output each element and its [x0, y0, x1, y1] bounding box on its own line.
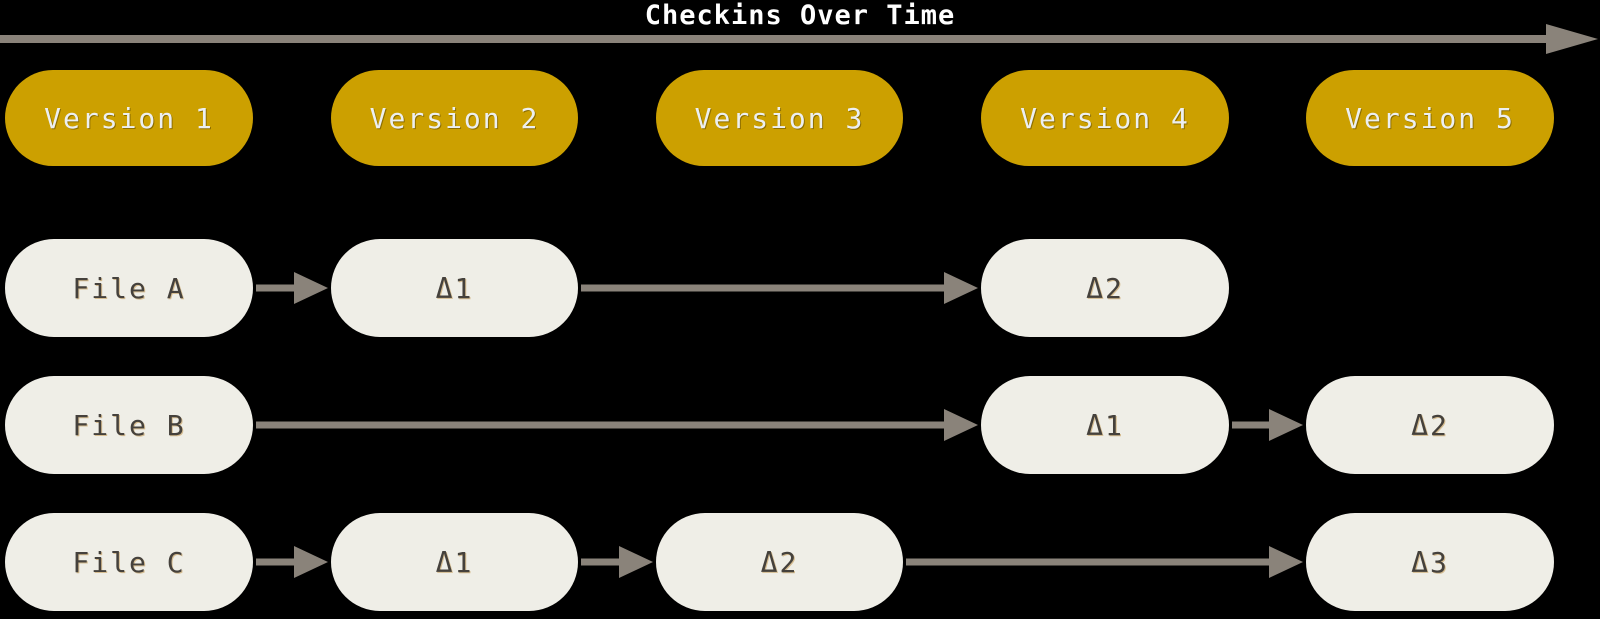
arrow-file-b-2 [1232, 409, 1303, 441]
version-badge-4[interactable]: Version 4 [981, 70, 1229, 166]
node-file-a-col1[interactable]: Δ1 [331, 239, 578, 337]
node-file-a-col0[interactable]: File A [5, 239, 253, 337]
arrow-file-c-2 [581, 546, 653, 578]
arrow-file-c-3 [906, 546, 1303, 578]
node-file-c-col4[interactable]: Δ3 [1306, 513, 1554, 611]
version-badge-5[interactable]: Version 5 [1306, 70, 1554, 166]
time-axis [0, 24, 1598, 54]
version-badge-2[interactable]: Version 2 [331, 70, 578, 166]
page-title: Checkins Over Time [644, 0, 956, 31]
arrow-file-c-1 [256, 546, 328, 578]
node-file-c-col2[interactable]: Δ2 [656, 513, 903, 611]
version-badge-3[interactable]: Version 3 [656, 70, 903, 166]
node-file-b-col4[interactable]: Δ2 [1306, 376, 1554, 474]
arrow-file-b-1 [256, 409, 978, 441]
node-file-a-col3[interactable]: Δ2 [981, 239, 1229, 337]
version-badge-1[interactable]: Version 1 [5, 70, 253, 166]
node-file-b-col0[interactable]: File B [5, 376, 253, 474]
arrow-file-a-1 [256, 272, 328, 304]
node-file-b-col3[interactable]: Δ1 [981, 376, 1229, 474]
node-file-c-col0[interactable]: File C [5, 513, 253, 611]
node-file-c-col1[interactable]: Δ1 [331, 513, 578, 611]
arrow-file-a-2 [581, 272, 978, 304]
